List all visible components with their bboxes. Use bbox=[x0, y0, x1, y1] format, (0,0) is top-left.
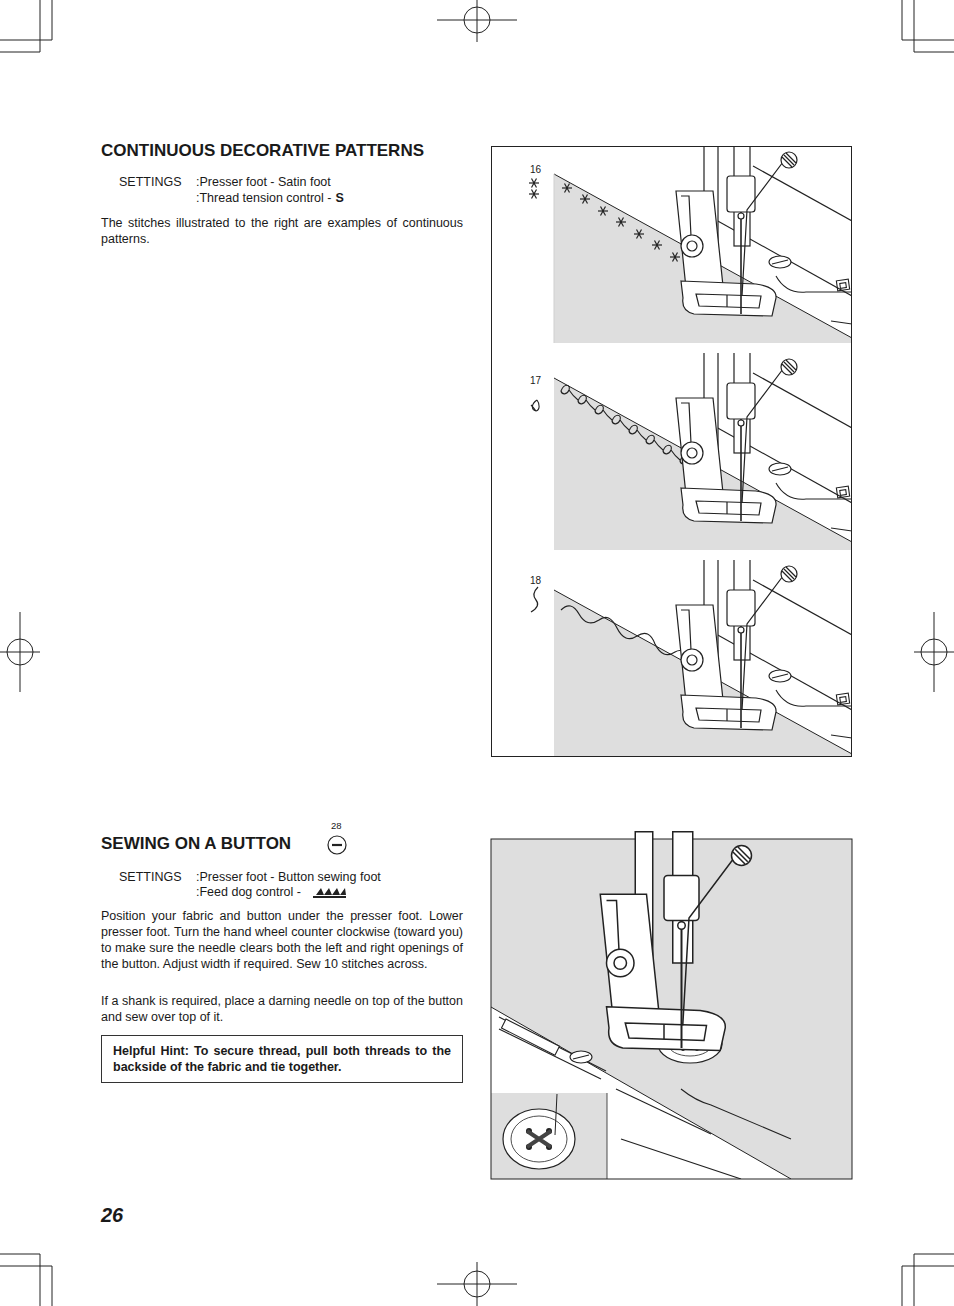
callout-number: 16 bbox=[530, 164, 541, 175]
body-text: Position your fabric and button under th… bbox=[101, 908, 463, 972]
setting-value: :Presser foot - Button sewing foot bbox=[196, 870, 381, 886]
setting-value: :Feed dog control - bbox=[196, 885, 301, 901]
settings-label: SETTINGS bbox=[119, 870, 182, 886]
stitch-number: 28 bbox=[331, 820, 342, 832]
setting-value: S bbox=[336, 191, 344, 207]
section-heading: SEWING ON A BUTTON bbox=[101, 833, 291, 854]
page-number: 26 bbox=[101, 1203, 123, 1228]
callout-number: 17 bbox=[530, 375, 541, 386]
body-text: If a shank is required, place a darning … bbox=[101, 993, 463, 1025]
hint-box: Helpful Hint: To secure thread, pull bot… bbox=[101, 1035, 463, 1083]
settings-label: SETTINGS bbox=[119, 175, 182, 191]
hint-text: Helpful Hint: To secure thread, pull bot… bbox=[102, 1036, 462, 1082]
section-heading: CONTINUOUS DECORATIVE PATTERNS bbox=[101, 140, 424, 161]
setting-value: :Presser foot - Satin foot bbox=[196, 175, 331, 191]
illustration-frame: 16 17 18 bbox=[491, 146, 852, 757]
callout-number: 18 bbox=[530, 575, 541, 586]
setting-value: :Thread tension control - bbox=[196, 191, 332, 207]
body-text: The stitches illustrated to the right ar… bbox=[101, 215, 463, 247]
